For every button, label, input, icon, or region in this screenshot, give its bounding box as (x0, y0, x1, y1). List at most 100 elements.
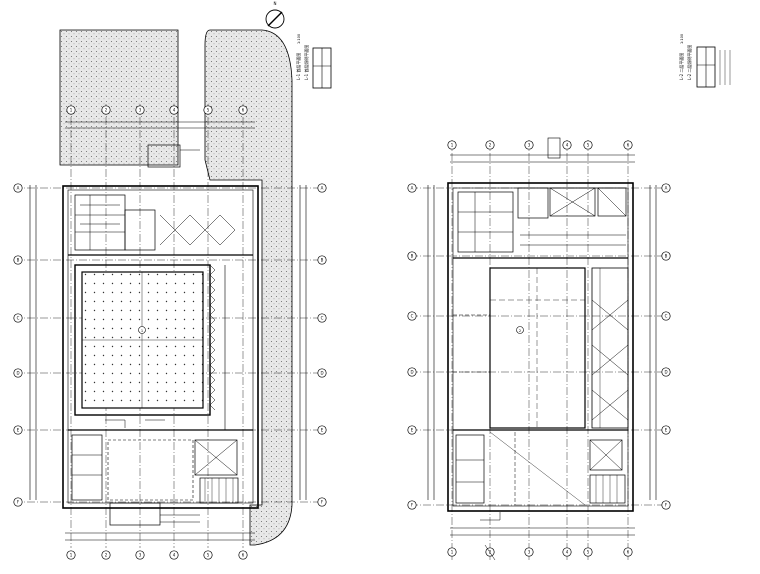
main-hall-second-floor: 2 (453, 267, 629, 429)
axis-top-2-bubble (485, 140, 495, 150)
axis-right-D-label: D (664, 369, 667, 374)
second-floor-plan: L-2 二层平面图 L-2 二层照明平面图 1:100 112233445566… (407, 34, 731, 561)
dimension-lines (427, 154, 657, 536)
axis-bottom-1-bubble (447, 547, 457, 557)
axis-right-F-bubble (317, 497, 327, 507)
axis-left-C-label: C (411, 313, 414, 318)
axis-left-B-label: B (17, 257, 20, 262)
axis-right-A-bubble (661, 183, 671, 193)
axis-top-6-label: 6 (627, 142, 630, 147)
axis-left-C-bubble (407, 311, 417, 321)
axis-right-C-bubble (661, 311, 671, 321)
axis-bottom-2-label: 2 (105, 552, 108, 557)
axis-left-D-bubble (407, 367, 417, 377)
axis-top-6-bubble (623, 140, 633, 150)
axis-bottom-4-label: 4 (173, 552, 176, 557)
north-arrow-label: N (274, 1, 277, 6)
axis-top-3-label: 3 (139, 107, 142, 112)
axis-left-E-bubble (13, 425, 23, 435)
axis-top-6-label: 6 (242, 107, 245, 112)
axis-bottom-6-bubble (623, 547, 633, 557)
axis-left-E-label: E (17, 427, 20, 432)
axis-right-F-bubble (661, 500, 671, 510)
axis-top-5-bubble (203, 105, 213, 115)
axis-bottom-4-label: 4 (566, 549, 569, 554)
axis-left-F-bubble (407, 500, 417, 510)
axis-top-3-bubble (135, 105, 145, 115)
axis-bottom-2-label: 2 (489, 549, 492, 554)
axis-right-F-label: F (321, 499, 324, 504)
axis-right-D-bubble (661, 367, 671, 377)
axis-bottom-1-bubble (66, 550, 76, 560)
axis-bottom-4-bubble (169, 550, 179, 560)
axis-bottom-5-label: 5 (587, 549, 590, 554)
axis-right-E-bubble (317, 425, 327, 435)
axis-right-A-bubble (317, 183, 327, 193)
axis-bottom-2-bubble (485, 547, 495, 557)
first-floor-plan: N L-1 首层平面图 L-1 首层照明平面图 1:100 1 1 2 2 3 3 4 4 5 5… (13, 1, 332, 560)
axis-right-E-bubble (661, 425, 671, 435)
axis-top-5-label: 5 (207, 107, 210, 112)
service-rooms-top (453, 137, 628, 259)
site-landscape-area-left (59, 29, 179, 166)
axis-right-B-bubble (661, 251, 671, 261)
axis-left-A-bubble (13, 183, 23, 193)
axis-left-B-bubble (13, 255, 23, 265)
axis-top-4-label: 4 (173, 107, 176, 112)
axis-top-1-bubble (447, 140, 457, 150)
axis-bottom-5-bubble (203, 550, 213, 560)
axis-top-2-label: 2 (105, 107, 108, 112)
title-line-1: L-1 首层平面图 (295, 53, 301, 80)
axis-right-F-label: F (665, 502, 668, 507)
axis-right-C-label: C (665, 313, 668, 318)
axis-bottom-1-label: 1 (451, 549, 454, 554)
axis-right-E-label: E (321, 427, 324, 432)
axis-top-4-bubble (169, 105, 179, 115)
axis-left-F-bubble (13, 497, 23, 507)
title-line-2: L-1 首层照明平面图 (303, 45, 309, 80)
title-block-second-floor: L-2 二层平面图 L-2 二层照明平面图 1:100 (678, 34, 731, 88)
axis-bottom-1-label: 1 (70, 552, 73, 557)
axis-top-3-label: 3 (528, 142, 531, 147)
room-tag-first-floor: 1 (141, 329, 143, 333)
axis-bottom-6-label: 6 (627, 549, 630, 554)
axis-bottom-3-label: 3 (528, 549, 531, 554)
axis-right-D-label: D (320, 370, 323, 375)
axis-left-A-label: A (411, 185, 414, 190)
axis-bottom-6-label: 6 (242, 552, 245, 557)
axis-right-C-label: C (321, 315, 324, 320)
axis-left-C-bubble (13, 313, 23, 323)
axis-bottom-4-bubble (562, 547, 572, 557)
axis-top-4-label: 4 (566, 142, 569, 147)
axis-left-E-bubble (407, 425, 417, 435)
axis-right-A-label: A (665, 185, 668, 190)
axis-left-B-bubble (407, 251, 417, 261)
main-hall-first-floor: 1 (74, 264, 226, 430)
axis-right-A-label: A (321, 185, 324, 190)
axis-top-5-label: 5 (587, 142, 590, 147)
axis-right-B-label: B (321, 257, 324, 262)
title-scale: 1:100 (680, 34, 684, 44)
room-tag-second-floor: 2 (519, 329, 521, 333)
axis-top-4-bubble (562, 140, 572, 150)
axis-bottom-3-label: 3 (139, 552, 142, 557)
axis-right-E-label: E (665, 427, 668, 432)
axis-left-D-label: D (16, 370, 19, 375)
dimension-lines (29, 121, 307, 541)
axis-left-A-bubble (407, 183, 417, 193)
axis-bottom-6-bubble (238, 550, 248, 560)
title-line-2: L-2 二层照明平面图 (686, 45, 692, 80)
axis-left-A-label: A (17, 185, 20, 190)
axis-bottom-5-label: 5 (207, 552, 210, 557)
axis-right-B-label: B (665, 253, 668, 258)
axis-top-2-bubble (101, 105, 111, 115)
axis-top-5-bubble (583, 140, 593, 150)
axis-bottom-2-bubble (101, 550, 111, 560)
axis-left-F-label: F (17, 499, 20, 504)
building-outline (447, 182, 634, 512)
lower-rooms-second-floor (453, 429, 628, 561)
service-rooms-top (68, 144, 253, 256)
lower-rooms-first-floor (68, 419, 253, 526)
title-scale: 1:100 (297, 34, 301, 44)
